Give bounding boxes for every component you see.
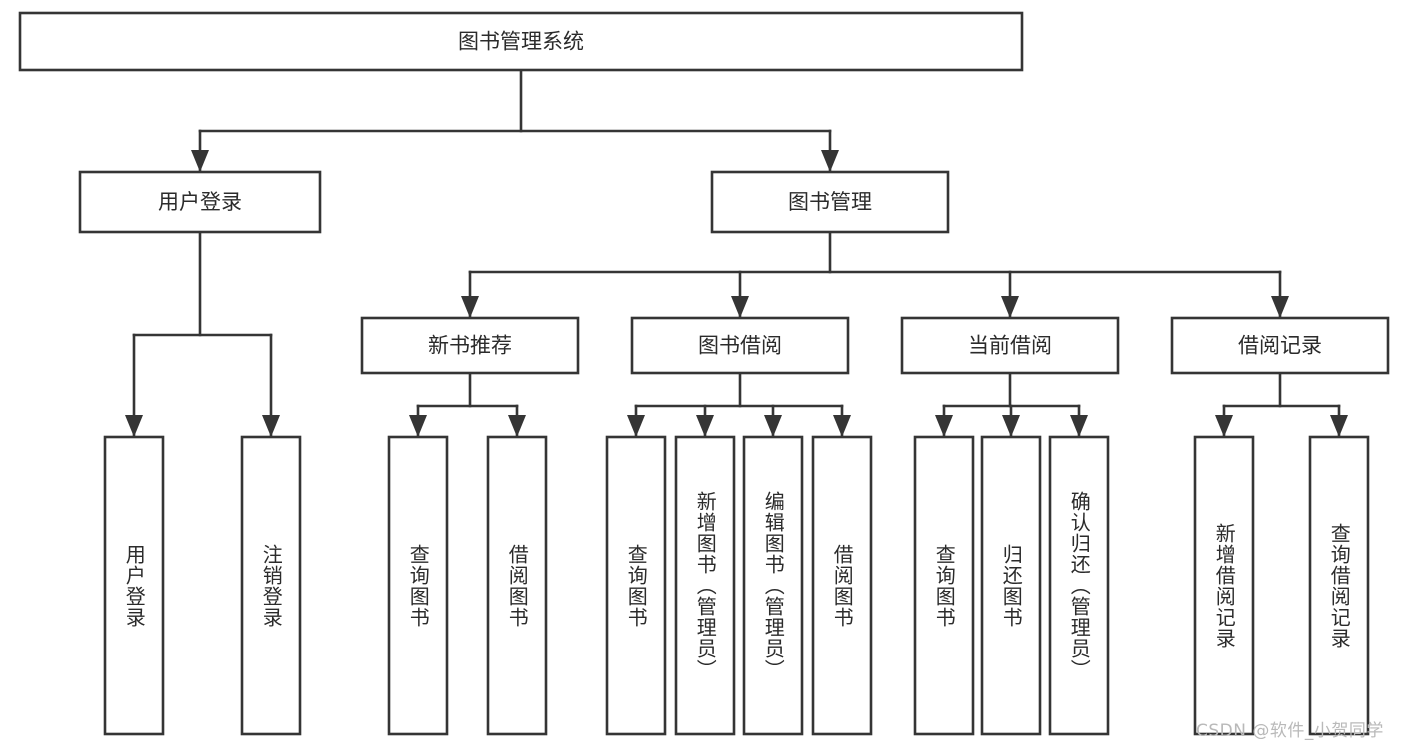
node-box-leaf-edit-book[interactable] [742, 435, 804, 736]
node-label-user-login: 用户登录 [158, 190, 242, 214]
node-box-leaf-user-logout[interactable] [240, 435, 302, 736]
node-box-leaf-query-book-2[interactable] [605, 435, 667, 736]
arrow-head-book-management-to-book-borrow [731, 296, 749, 318]
arrow-head-book-management-to-current-borrow [1001, 296, 1019, 318]
arrow-head-borrow-record-to-leaf-add-record [1215, 415, 1233, 437]
arrow-head-current-borrow-to-leaf-query-book-3 [935, 415, 953, 437]
node-label-borrow-record: 借阅记录 [1238, 334, 1322, 358]
node-box-book-management[interactable] [710, 170, 950, 234]
arrow-head-book-borrow-to-leaf-add-book [696, 415, 714, 437]
arrow-head-root-to-book-management [821, 150, 839, 172]
node-label-book-management: 图书管理 [788, 190, 872, 214]
node-box-leaf-borrow-book-2[interactable] [811, 435, 873, 736]
arrow-head-new-book-rec-to-leaf-query-book-1 [409, 415, 427, 437]
arrow-head-current-borrow-to-leaf-confirm-return [1070, 415, 1088, 437]
node-box-leaf-confirm-return[interactable] [1048, 435, 1110, 736]
node-box-borrow-record[interactable] [1170, 316, 1390, 375]
node-box-user-login[interactable] [78, 170, 322, 234]
node-box-current-borrow[interactable] [900, 316, 1120, 375]
node-box-leaf-query-book-3[interactable] [913, 435, 975, 736]
node-label-new-book-rec: 新书推荐 [428, 334, 512, 358]
arrow-head-book-borrow-to-leaf-query-book-2 [627, 415, 645, 437]
node-box-book-borrow[interactable] [630, 316, 850, 375]
node-box-new-book-rec[interactable] [360, 316, 580, 375]
arrow-head-borrow-record-to-leaf-query-record [1330, 415, 1348, 437]
arrow-head-book-management-to-new-book-rec [461, 296, 479, 318]
arrow-head-book-management-to-borrow-record [1271, 296, 1289, 318]
node-box-leaf-user-login[interactable] [103, 435, 165, 736]
arrow-head-root-to-user-login [191, 150, 209, 172]
node-box-root[interactable] [18, 11, 1024, 72]
node-box-leaf-query-record[interactable] [1308, 435, 1370, 736]
arrow-head-current-borrow-to-leaf-return-book [1002, 415, 1020, 437]
connector-layer [125, 68, 1348, 438]
watermark-credit: CSDN @软件_小贺同学 [1196, 721, 1384, 741]
node-box-leaf-return-book[interactable] [980, 435, 1042, 736]
node-label-current-borrow: 当前借阅 [968, 334, 1052, 358]
node-box-leaf-add-book[interactable] [674, 435, 736, 736]
arrow-head-user-login-to-leaf-user-login [125, 415, 143, 437]
box-layer [18, 11, 1390, 736]
arrow-head-new-book-rec-to-leaf-borrow-book-1 [508, 415, 526, 437]
node-box-leaf-query-book-1[interactable] [387, 435, 449, 736]
arrow-head-user-login-to-leaf-user-logout [262, 415, 280, 437]
node-label-book-borrow: 图书借阅 [698, 334, 782, 358]
node-box-leaf-add-record[interactable] [1193, 435, 1255, 736]
arrow-head-book-borrow-to-leaf-borrow-book-2 [833, 415, 851, 437]
node-label-root: 图书管理系统 [458, 30, 584, 54]
node-box-leaf-borrow-book-1[interactable] [486, 435, 548, 736]
arrow-head-book-borrow-to-leaf-edit-book [764, 415, 782, 437]
